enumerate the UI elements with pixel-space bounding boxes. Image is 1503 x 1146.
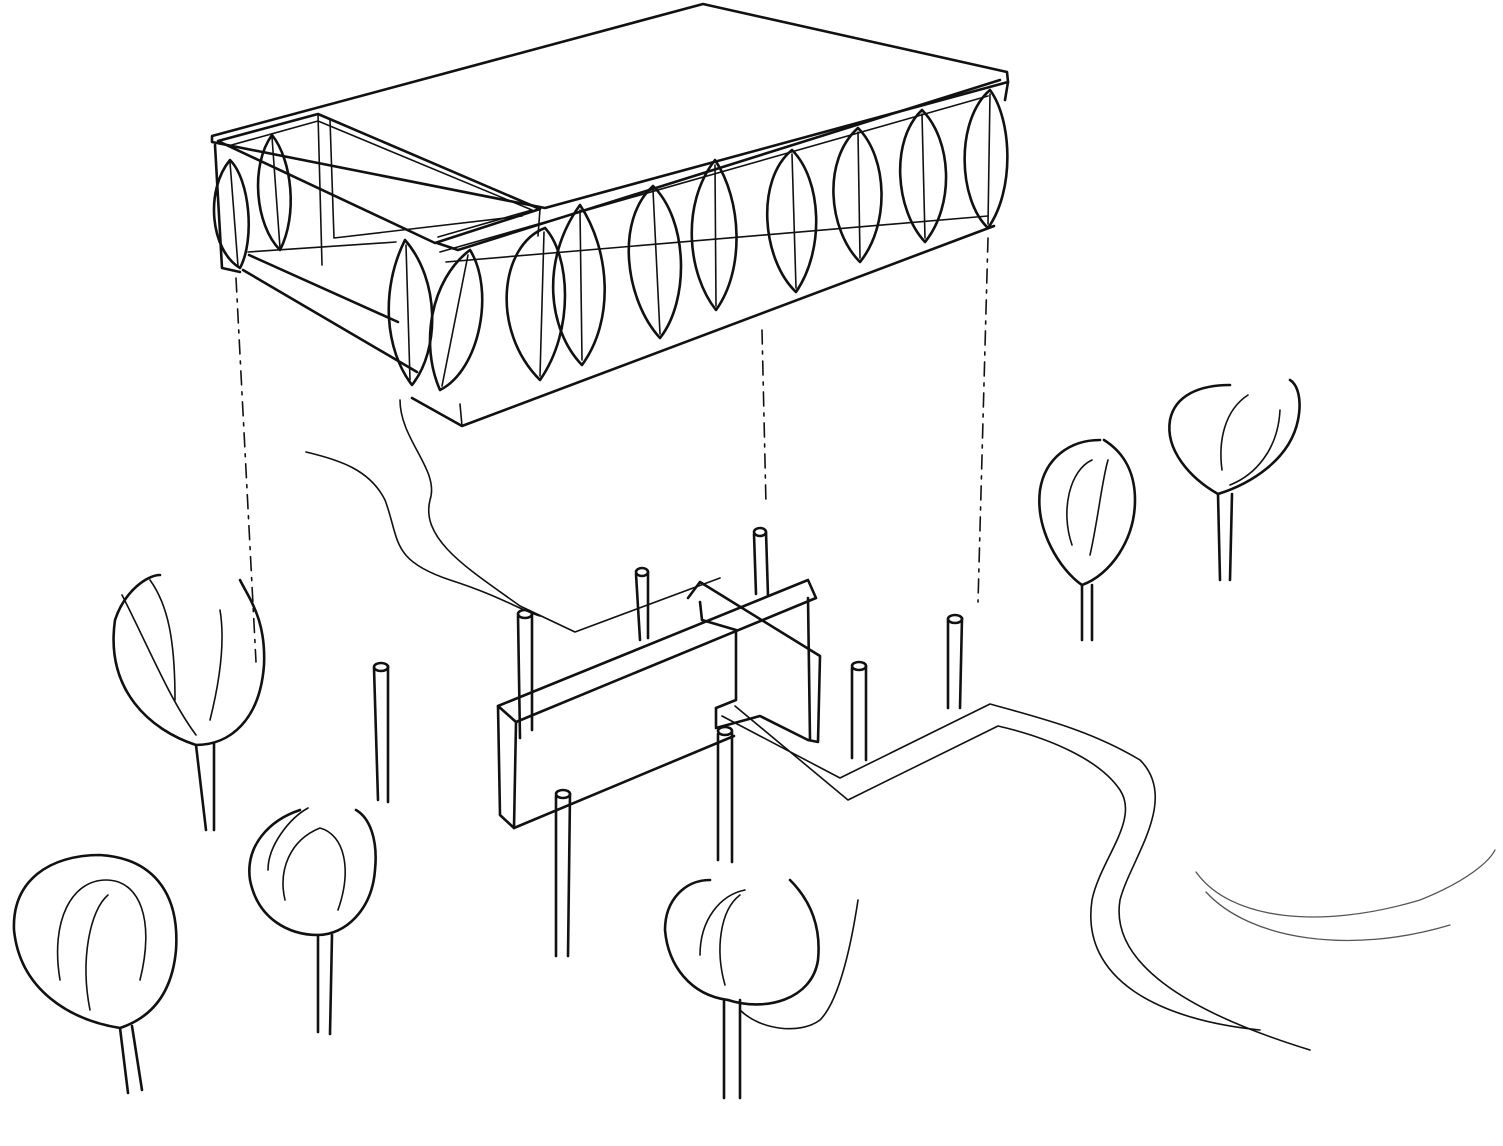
pond-edge-1 <box>1195 849 1496 918</box>
columns <box>372 526 964 958</box>
facade-bottom-edge <box>410 224 996 428</box>
projection-lines <box>235 237 989 663</box>
tree-6 <box>1168 378 1301 582</box>
leaf-1 <box>212 158 250 270</box>
tree-5 <box>1038 438 1137 642</box>
leaf-6 <box>551 203 606 367</box>
leaf-3 <box>387 238 434 387</box>
roof-courtyard-opening <box>216 112 542 245</box>
column-7 <box>716 725 734 864</box>
column-2 <box>516 608 534 740</box>
leaf-9 <box>766 148 818 294</box>
leaf-10 <box>832 126 883 264</box>
path-edge-lower <box>721 703 1311 1051</box>
tree-4 <box>663 878 859 1100</box>
leaf-2 <box>256 133 293 252</box>
column-6 <box>850 660 868 762</box>
trees <box>12 378 1301 1100</box>
leaf-5 <box>505 226 567 382</box>
tree-1 <box>112 573 266 832</box>
leaf-4 <box>428 248 484 392</box>
pond <box>1195 849 1496 942</box>
column-8 <box>554 788 572 958</box>
column-4 <box>752 526 770 598</box>
projection-line-right <box>977 237 989 603</box>
leaf-12 <box>963 88 1009 230</box>
projection-line-left <box>235 277 257 663</box>
pond-edge-2 <box>1205 891 1451 942</box>
column-3 <box>634 566 650 642</box>
roof-box <box>210 2 1010 428</box>
column-5 <box>946 613 964 710</box>
leaf-11 <box>898 108 948 244</box>
projection-line-center <box>761 329 767 506</box>
tree-2 <box>12 853 178 1095</box>
facade-leaves <box>212 88 1009 392</box>
wall-short <box>686 580 822 744</box>
leaf-7 <box>627 184 683 340</box>
leaf-8 <box>690 158 738 312</box>
cross-walls <box>496 578 822 830</box>
tree-3 <box>248 807 377 1036</box>
column-1 <box>372 661 390 804</box>
path-edge-upper <box>399 399 721 633</box>
path <box>305 399 1311 1051</box>
